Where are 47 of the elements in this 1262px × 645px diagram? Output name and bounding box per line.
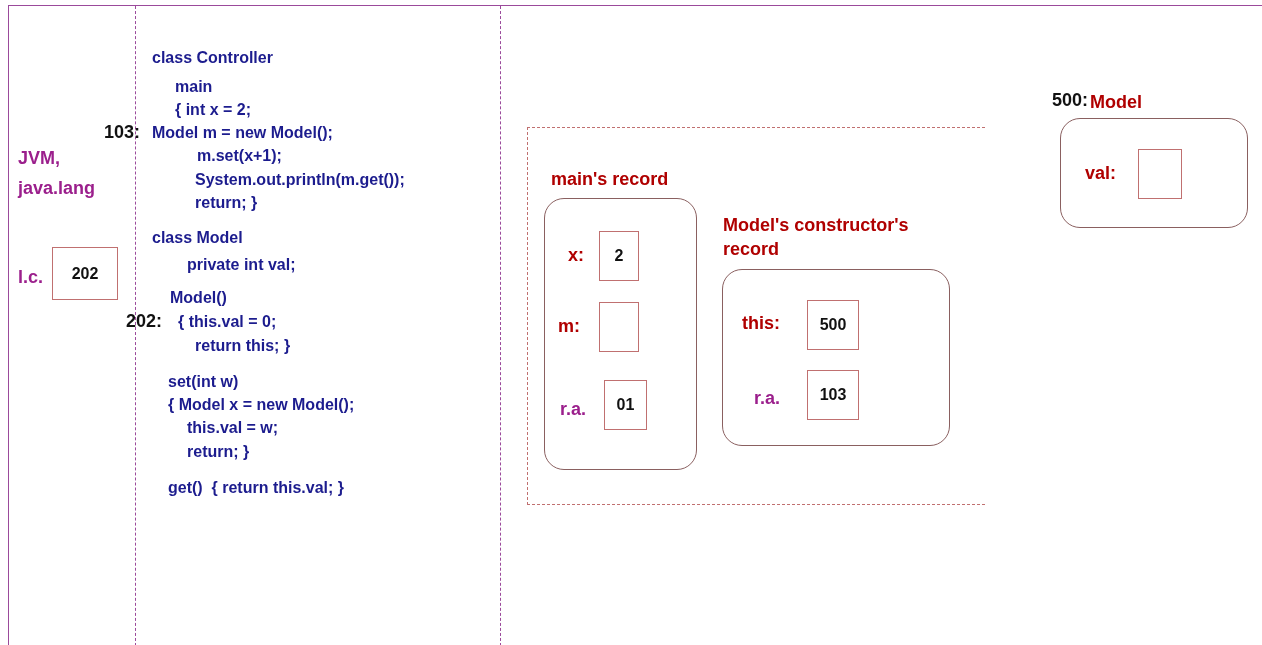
code-line: Model m = new Model();: [152, 123, 333, 143]
value-cell: [807, 370, 859, 420]
code-line: set(int w): [168, 372, 239, 392]
record-heading: main's record: [551, 168, 670, 191]
code-line: { this.val = 0;: [178, 312, 277, 332]
code-line: main: [175, 77, 213, 97]
stack-area: [527, 127, 985, 505]
code-line: return this; }: [195, 336, 291, 356]
cell-value: 01: [616, 396, 635, 414]
field-label: m:: [558, 316, 580, 336]
code-line: class Model: [152, 228, 243, 248]
cell-value: 2: [614, 247, 624, 265]
code-line: return; }: [195, 193, 258, 213]
record-heading: Model's constructor's record: [723, 214, 910, 261]
code-line: this.val = w;: [187, 418, 279, 438]
field-label: x:: [568, 245, 584, 265]
record-frame: [722, 269, 950, 446]
code-line: private int val;: [187, 255, 296, 275]
value-cell: [599, 302, 639, 352]
code-line: class Controller: [152, 48, 273, 68]
value-cell: [1138, 149, 1182, 199]
record-frame: [1060, 118, 1248, 228]
value-cell: [604, 380, 647, 430]
field-label: r.a.: [754, 387, 781, 410]
address-label: 103:: [104, 122, 141, 142]
cell-value: 103: [819, 386, 847, 404]
field-label: val:: [1085, 163, 1117, 183]
record-heading: Model: [1090, 91, 1143, 114]
code-line: Model(): [170, 288, 227, 308]
code-line: { int x = 2;: [175, 100, 252, 120]
code-line: get() { return this.val; }: [168, 478, 345, 498]
code-line: { Model x = new Model();: [168, 395, 355, 415]
code-line: m.set(x+1);: [197, 146, 282, 166]
value-cell: [52, 247, 118, 300]
address-label: 202:: [126, 311, 163, 331]
code-line: return; }: [187, 442, 250, 462]
field-label: l.c.: [18, 266, 43, 289]
field-label: this:: [742, 313, 780, 333]
value-cell: [807, 300, 859, 350]
cell-value: 500: [819, 316, 847, 334]
field-label: r.a.: [560, 398, 587, 421]
field-label: 500:: [1052, 90, 1089, 110]
cell-value: 202: [71, 264, 99, 283]
value-cell: [599, 231, 639, 281]
record-frame: [544, 198, 697, 470]
code-line: System.out.println(m.get());: [195, 170, 405, 190]
memory-note: JVM, java.lang: [18, 147, 97, 200]
